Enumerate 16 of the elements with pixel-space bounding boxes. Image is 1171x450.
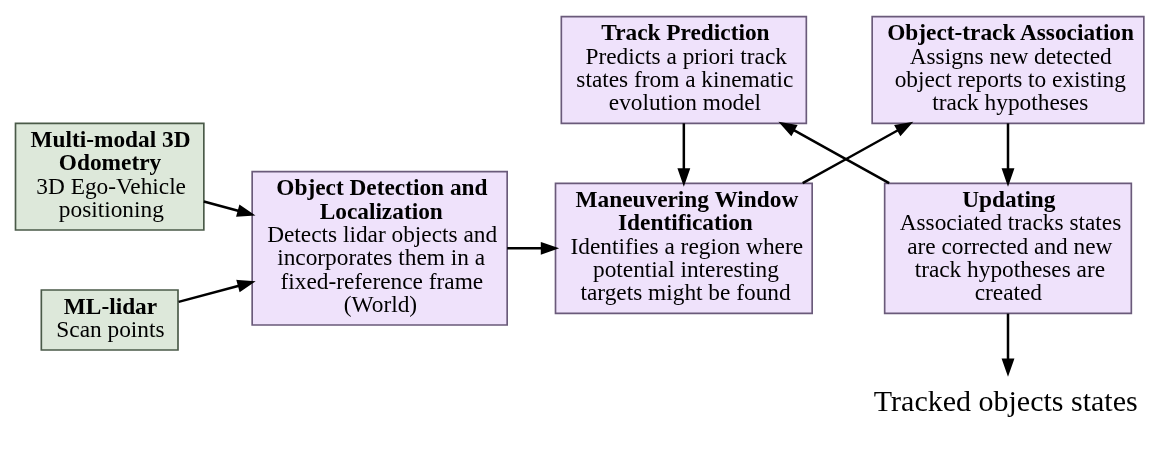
node-box: Object-track Association Assigns new detected object reports to existing track hypotheses	[871, 15, 1145, 125]
node-box: Maneuvering Window Identification Identifies a region where potential interesting targets might be found	[554, 182, 813, 315]
arrow	[802, 121, 914, 185]
arrow	[1001, 313, 1015, 377]
arrow	[778, 121, 890, 185]
arrow	[677, 123, 691, 187]
arrow	[1001, 123, 1015, 187]
arrow	[203, 200, 256, 217]
node-box: Updating Associated tracks states are corrected and new track hypotheses are created	[883, 182, 1133, 315]
arrow	[507, 241, 560, 255]
node-box: ML-lidar Scan points	[40, 289, 179, 351]
node-text: Tracked objects states	[873, 383, 1138, 417]
node-box: Object Detection and Localization Detects lidar objects and incorporates them in a fixed-reference frame (World)	[251, 170, 508, 326]
node-box: Multi-modal 3D Odometry 3D Ego-Vehicle positioning	[14, 122, 205, 231]
node-box: Track Prediction Predicts a priori track states from a kinematic evolution model	[560, 15, 808, 125]
arrow	[178, 279, 256, 304]
